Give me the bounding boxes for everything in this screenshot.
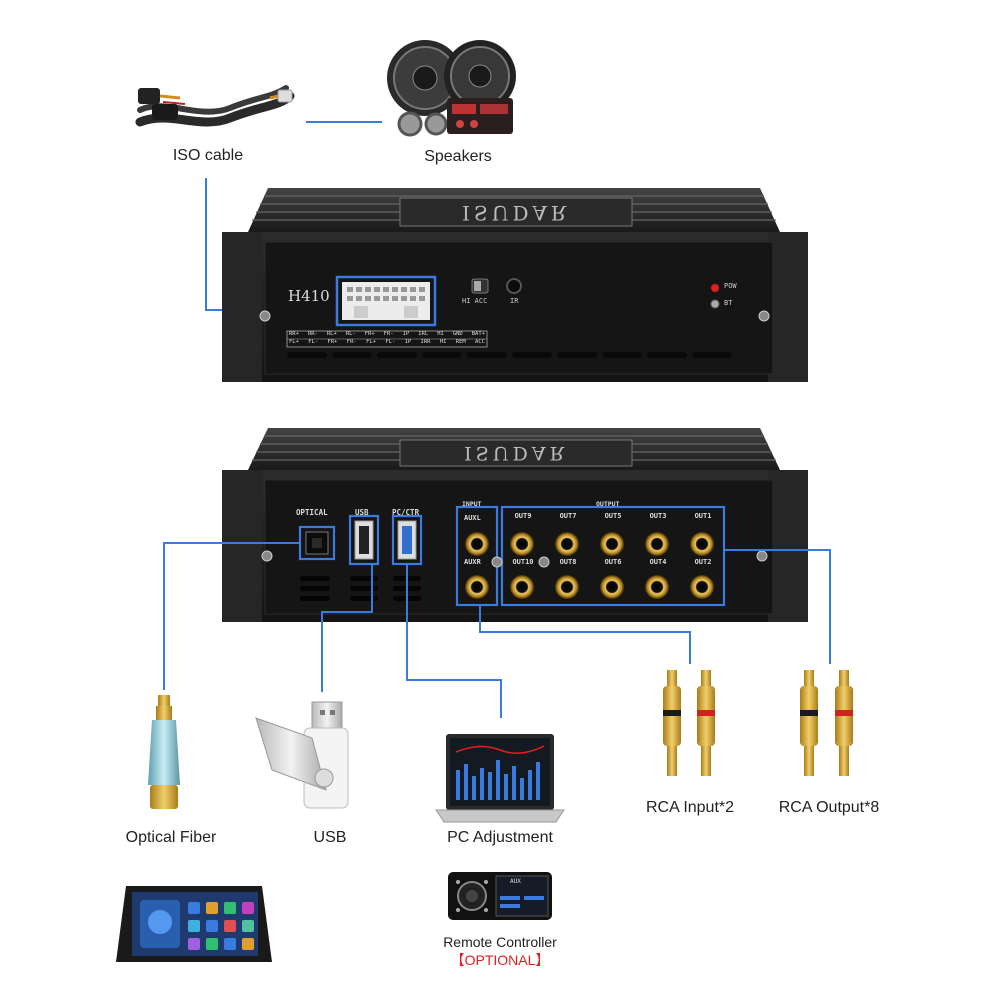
- rear-connector-lines: [163, 542, 831, 718]
- rear-unit: [222, 428, 808, 622]
- out9-label: OUT9: [514, 512, 532, 520]
- out3-label: OUT3: [649, 512, 667, 520]
- pin-label: FL-: [385, 339, 396, 345]
- pin-label: REM: [455, 339, 466, 345]
- model-label: H410: [288, 287, 330, 305]
- usb-stick-image: [255, 701, 349, 809]
- usb-port-label: USB: [355, 508, 369, 517]
- pin-label: IRR: [420, 339, 431, 345]
- bt-led-label: BT: [724, 299, 733, 307]
- usb-label: USB: [313, 829, 347, 846]
- pin-label: FR+: [364, 331, 375, 337]
- out2-label: OUT2: [694, 558, 712, 566]
- rca-input-label: RCA Input*2: [645, 799, 735, 816]
- pin-label: GND: [452, 331, 463, 337]
- pin-label-row-bottom: FL+ FL- FR+ FR- FL+ FL- IP IRR HI REM ACC: [289, 339, 485, 345]
- auxl-label: AUXL: [464, 514, 481, 522]
- pin-label: FL-: [308, 339, 319, 345]
- pin-label: FL+: [289, 339, 299, 345]
- rca-input-cables-image: [663, 670, 715, 776]
- input-title: INPUT: [462, 500, 482, 508]
- harness-connector-highlight: [335, 275, 437, 327]
- remote-controller-image: [448, 872, 552, 920]
- optical-fiber-image: [148, 695, 180, 809]
- pin-label: IP: [402, 331, 410, 337]
- front-unit: [222, 188, 808, 382]
- pc-ctr-port-label: PC/CTR: [392, 508, 420, 517]
- out10-label: OUT10: [512, 558, 534, 566]
- auxr-label: AUXR: [464, 558, 481, 566]
- pin-label: FR-: [383, 331, 394, 337]
- out8-label: OUT8: [559, 558, 577, 566]
- pin-label: RR+: [289, 331, 299, 337]
- pin-label: FR+: [327, 339, 338, 345]
- optional-label: 【OPTIONAL】: [450, 952, 550, 968]
- output-group-highlight: [500, 505, 726, 607]
- rca-jacks-output: [510, 532, 714, 599]
- head-unit-image: [116, 886, 272, 962]
- laptop-image: [435, 734, 565, 823]
- pin-label: IP: [404, 339, 412, 345]
- speakers-image: [387, 40, 516, 137]
- front-brand-mark: ISUDAR: [462, 201, 570, 225]
- ir-label: IR: [510, 297, 519, 305]
- iso-cable-image: [135, 85, 295, 127]
- pin-label: RL+: [326, 331, 337, 337]
- pin-label: FL+: [366, 339, 376, 345]
- out7-label: OUT7: [559, 512, 577, 520]
- remote-controller-label: Remote Controller: [443, 934, 557, 950]
- out5-label: OUT5: [604, 512, 622, 520]
- optical-port-label: OPTICAL: [296, 508, 328, 517]
- out1-label: OUT1: [694, 512, 712, 520]
- pc-adjustment-label: PC Adjustment: [447, 829, 553, 846]
- speakers-label: Speakers: [424, 148, 492, 165]
- rca-jack-auxr: [465, 575, 489, 599]
- out4-label: OUT4: [649, 558, 667, 566]
- pin-label-row-top: RR+ RR- RL+ RL- FR+ FR- IP IRL HI GND BAT+: [289, 331, 485, 337]
- hi-acc-switch-label: HI ACC: [462, 297, 488, 305]
- pow-led-label: POW: [724, 282, 737, 290]
- iso-cable-label: ISO cable: [172, 147, 244, 164]
- pin-label: RL-: [345, 331, 356, 337]
- pin-label: BAT+: [471, 331, 485, 337]
- rca-output-cables-image: [800, 670, 853, 776]
- pin-label: RR-: [307, 331, 318, 337]
- optical-fiber-label: Optical Fiber: [125, 829, 217, 846]
- remote-screen-text: AUX: [510, 878, 521, 885]
- pin-label: HI: [439, 339, 447, 345]
- input-group-highlight: [455, 505, 499, 607]
- rca-jack-auxl: [465, 532, 489, 556]
- pin-label: ACC: [475, 339, 485, 345]
- pin-label: HI: [437, 331, 444, 337]
- pin-label: FR-: [346, 339, 357, 345]
- usb-port-highlight: [348, 514, 380, 566]
- pin-label: IRL: [418, 331, 429, 337]
- output-title: OUTPUT: [596, 500, 620, 508]
- out6-label: OUT6: [604, 558, 622, 566]
- rca-output-label: RCA Output*8: [778, 799, 880, 816]
- rear-brand-mark: ISUDAR: [464, 442, 568, 464]
